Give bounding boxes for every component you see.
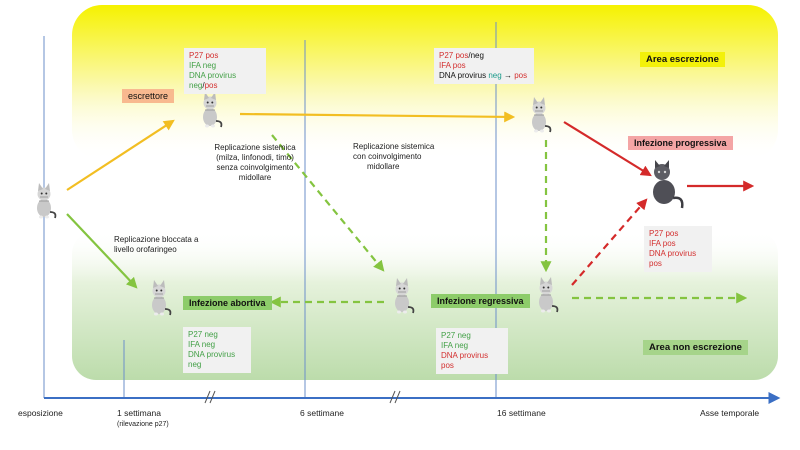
systemic-replication-1-text: Replicazione sistemica (milza, linfonodi… xyxy=(202,143,308,183)
box-excretor-dna-slash: / xyxy=(202,81,205,90)
systemic1-line-3: senza coinvolgimento xyxy=(216,163,294,172)
axis-break-2 xyxy=(389,390,401,404)
box-week16-dna-neg: neg xyxy=(488,71,502,80)
axis-title: Asse temporale xyxy=(700,408,760,418)
blocked-replication-text: Replicazione bloccata a livello orofarin… xyxy=(114,235,199,255)
cat-progressive xyxy=(653,160,684,209)
box-abortive-ifa: IFA neg xyxy=(188,340,216,349)
box-progressive-p27: P27 pos xyxy=(649,229,679,238)
progressive-infection-label: Infezione progressiva xyxy=(628,136,733,150)
box-excretor-dna-pos: pos xyxy=(204,81,218,90)
box-regressive-status: P27 neg IFA neg DNA provirus pos xyxy=(436,328,508,374)
box-excretor-status: P27 pos IFA neg DNA provirus neg/pos xyxy=(184,48,266,94)
arrow-excretor-to-week16 xyxy=(239,111,516,123)
tick-exposure: esposizione xyxy=(18,408,63,418)
systemic2-line-3: midollare xyxy=(367,162,400,171)
tick-week16: 16 settimane xyxy=(497,408,546,418)
box-excretor-dna-neg: DNA provirus neg xyxy=(189,71,237,90)
box-excretor-ifa: IFA neg xyxy=(189,61,217,70)
arrow-to-regressive xyxy=(271,134,385,272)
box-abortive-dna: DNA provirus neg xyxy=(188,350,236,369)
box-week16-ifa: IFA pos xyxy=(439,61,466,70)
box-regressive-ifa: IFA neg xyxy=(441,341,469,350)
regressive-infection-label: Infezione regressiva xyxy=(431,294,530,308)
arrow-exposure-to-abortive xyxy=(66,213,138,289)
axis-break-1 xyxy=(204,390,216,404)
box-week16-dna-pos: pos xyxy=(514,71,528,80)
box-week16-dna: DNA provirus xyxy=(439,71,487,80)
box-abortive-p27: P27 neg xyxy=(188,330,218,339)
box-week16-p27-pos: P27 pos xyxy=(439,51,469,60)
box-progressive-status: P27 pos IFA pos DNA provirus pos xyxy=(644,226,712,272)
blocked-line-1: Replicazione bloccata a xyxy=(114,235,199,244)
abortive-infection-label: Infezione abortiva xyxy=(183,296,272,310)
box-regressive-dna: DNA provirus pos xyxy=(441,351,489,370)
arrow-exposure-to-excretor xyxy=(66,119,175,191)
systemic1-line-1: Replicazione sistemica xyxy=(214,143,296,152)
area-non-excretion-title: Area non escrezione xyxy=(643,340,748,355)
excretion-area xyxy=(72,5,778,160)
arrow-regressive-to-progressive xyxy=(571,198,648,286)
box-excretor-p27: P27 pos xyxy=(189,51,219,60)
box-abortive-status: P27 neg IFA neg DNA provirus neg xyxy=(183,327,251,373)
box-progressive-ifa: IFA pos xyxy=(649,239,676,248)
tick-week1: 1 settimana xyxy=(117,408,161,418)
systemic1-line-2: (milza, linfonodi, timo) xyxy=(216,153,294,162)
cat-exposure xyxy=(36,182,57,220)
box-week16-dna-arrow: → xyxy=(503,71,512,80)
box-week16-p27-neg: /neg xyxy=(468,51,484,60)
tick-week1-note: (rilevazione p27) xyxy=(117,421,169,428)
box-progressive-dna: DNA provirus pos xyxy=(649,249,697,268)
systemic2-line-1: Replicazione sistemica xyxy=(353,142,435,151)
box-regressive-p27: P27 neg xyxy=(441,331,471,340)
box-week16-status: P27 pos/neg IFA pos DNA provirus neg → p… xyxy=(434,48,534,84)
arrow-to-progressive xyxy=(563,121,652,177)
area-excretion-title: Area escrezione xyxy=(640,52,725,67)
systemic1-line-4: midollare xyxy=(238,173,272,182)
blocked-line-2: livello orofaringeo xyxy=(114,245,177,254)
tick-week6: 6 settimane xyxy=(300,408,344,418)
excretor-label: escrettore xyxy=(122,89,175,103)
systemic2-line-2: con coinvolgimento xyxy=(353,152,422,161)
systemic-replication-2-text: Replicazione sistemica con coinvolgiment… xyxy=(353,142,434,172)
